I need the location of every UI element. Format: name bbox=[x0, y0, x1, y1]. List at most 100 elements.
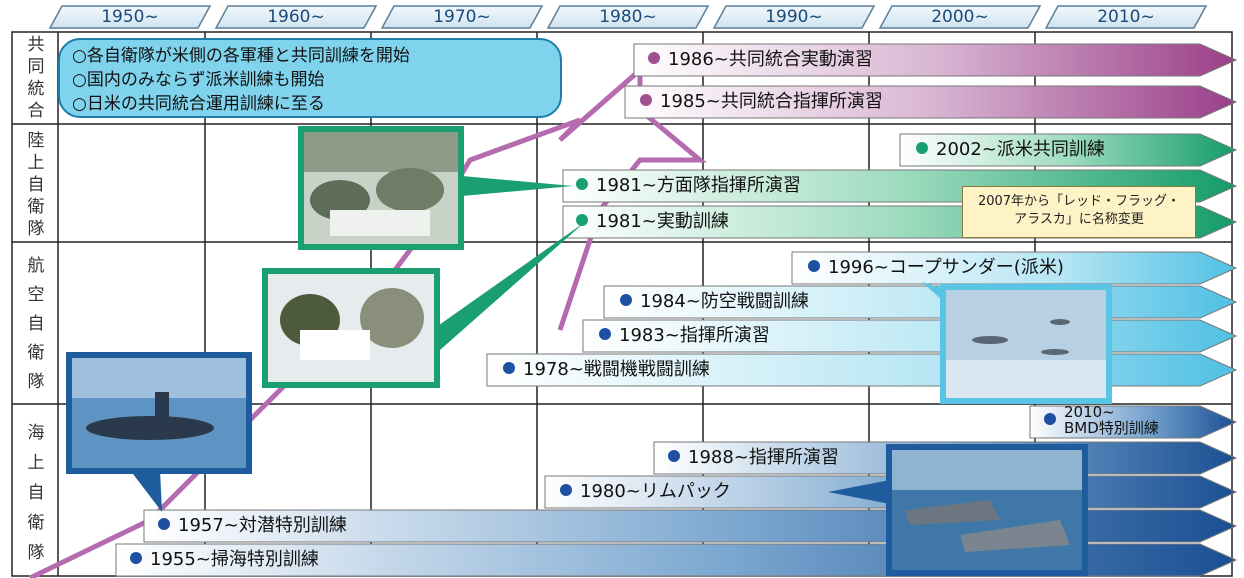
bullet-dot bbox=[560, 484, 572, 496]
branch-asdf-char: 自 bbox=[27, 314, 45, 334]
branch-joint-char: 統 bbox=[27, 79, 45, 99]
bar-joint-1986 bbox=[633, 43, 1238, 77]
branch-gsdf-char: 衛 bbox=[27, 197, 45, 217]
branch-gsdf-char: 自 bbox=[27, 175, 45, 195]
label-text: 1978~戦闘機戦闘訓練 bbox=[523, 359, 710, 380]
branch-asdf-char: 衛 bbox=[27, 343, 45, 363]
label-text: BMD特別訓練 bbox=[1064, 419, 1159, 437]
branch-msdf-char: 上 bbox=[27, 453, 45, 473]
decade-label-1950: 1950~ bbox=[101, 7, 159, 27]
bar-gsdf-2002 bbox=[899, 133, 1238, 167]
bullet-dot bbox=[576, 178, 588, 190]
rename-note: 2007年から「レッド・フラッグ・ アラスカ」に名称変更 bbox=[962, 186, 1196, 238]
joint-bars bbox=[624, 43, 1238, 119]
note-line: アラスカ」に名称変更 bbox=[1014, 212, 1144, 227]
decade-cell-1970 bbox=[380, 5, 544, 29]
label-text: 1984~防空戦闘訓練 bbox=[640, 291, 809, 312]
label-asdf-1996: 1996~コープサンダー(派米) bbox=[808, 255, 1064, 281]
decade-label-1980: 1980~ bbox=[599, 7, 657, 27]
label-asdf-1978: 1978~戦闘機戦闘訓練 bbox=[503, 357, 710, 383]
label-asdf-1984: 1984~防空戦闘訓練 bbox=[620, 289, 809, 315]
label-text: 1980~リムパック bbox=[580, 481, 731, 502]
decade-cell-2000 bbox=[878, 5, 1042, 29]
label-msdf-2010-text: 2010~BMD特別訓練 bbox=[1064, 404, 1159, 436]
decade-cell-1950 bbox=[48, 5, 212, 29]
decade-cell-1960 bbox=[214, 5, 378, 29]
bullet-dot bbox=[158, 518, 170, 530]
decade-label-2010: 2010~ bbox=[1097, 7, 1155, 27]
branch-asdf-label: 航 空 自 衛 隊 bbox=[16, 252, 56, 397]
bar-asdf-1996 bbox=[791, 251, 1238, 285]
connector-msdf-ship bbox=[828, 480, 890, 504]
label-text: 1955~掃海特別訓練 bbox=[150, 549, 319, 570]
label-text: 1983~指揮所演習 bbox=[619, 325, 770, 346]
bullet-dot bbox=[599, 328, 611, 340]
label-msdf-2010: 2010~BMD特別訓練 bbox=[1044, 404, 1159, 436]
decade-header bbox=[48, 5, 1208, 29]
bar-msdf-2010 bbox=[1029, 405, 1238, 439]
bullet-dot bbox=[1044, 413, 1056, 425]
branch-msdf-char: 隊 bbox=[27, 543, 45, 563]
label-joint-1985: 1985~共同統合指揮所演習 bbox=[640, 89, 883, 115]
decade-label-1990: 1990~ bbox=[765, 7, 823, 27]
bullet-dot bbox=[916, 142, 928, 154]
label-text: 1957~対潜特別訓練 bbox=[178, 515, 347, 536]
branch-joint-label: 共 同 統 合 bbox=[16, 34, 56, 122]
label-text: 1996~コープサンダー(派米) bbox=[828, 257, 1064, 278]
branch-gsdf-label: 陸 上 自 衛 隊 bbox=[16, 130, 56, 240]
callout-line: ○国内のみならず派米訓練も開始 bbox=[72, 70, 325, 90]
branch-msdf-char: 衛 bbox=[27, 513, 45, 533]
decade-cell-2010 bbox=[1044, 5, 1208, 29]
label-text: 1986~共同統合実動演習 bbox=[668, 49, 873, 70]
branch-joint-char: 共 bbox=[27, 35, 45, 55]
decade-cell-1980 bbox=[546, 5, 710, 29]
soldiers-training-photo bbox=[262, 268, 440, 388]
branch-asdf-char: 空 bbox=[27, 285, 45, 305]
label-msdf-1955: 1955~掃海特別訓練 bbox=[130, 547, 319, 573]
label-gsdf-1981a: 1981~方面隊指揮所演習 bbox=[576, 173, 801, 199]
aircraft-formation-photo bbox=[940, 284, 1112, 404]
callout-line: ○各自衛隊が米側の各軍種と共同訓練を開始 bbox=[72, 46, 410, 66]
branch-asdf-char: 航 bbox=[27, 256, 45, 276]
bullet-dot bbox=[503, 362, 515, 374]
gsdf-bars bbox=[432, 133, 1238, 350]
branch-joint-char: 合 bbox=[27, 101, 45, 121]
bullet-dot bbox=[576, 214, 588, 226]
bullet-dot bbox=[668, 450, 680, 462]
label-msdf-1988: 1988~指揮所演習 bbox=[668, 445, 839, 471]
branch-msdf-char: 自 bbox=[27, 483, 45, 503]
decade-label-1960: 1960~ bbox=[267, 7, 325, 27]
decade-label-1970: 1970~ bbox=[433, 7, 491, 27]
note-line: 2007年から「レッド・フラッグ・ bbox=[977, 194, 1181, 209]
label-text: 1981~方面隊指揮所演習 bbox=[596, 175, 801, 196]
label-text: 2010~ bbox=[1064, 403, 1115, 421]
label-gsdf-1981b: 1981~実動訓練 bbox=[576, 209, 729, 235]
branch-joint-char: 同 bbox=[27, 57, 45, 77]
bullet-dot bbox=[620, 294, 632, 306]
label-text: 1988~指揮所演習 bbox=[688, 447, 839, 468]
label-asdf-1983: 1983~指揮所演習 bbox=[599, 323, 770, 349]
bullet-dot bbox=[130, 552, 142, 564]
branch-msdf-label: 海 上 自 衛 隊 bbox=[16, 418, 56, 568]
connector-gsdf-1 bbox=[462, 176, 573, 196]
branch-gsdf-char: 隊 bbox=[27, 219, 45, 239]
branch-asdf-char: 隊 bbox=[27, 372, 45, 392]
branch-msdf-char: 海 bbox=[27, 423, 45, 443]
label-text: 2002~派米共同訓練 bbox=[936, 139, 1105, 160]
label-gsdf-2002: 2002~派米共同訓練 bbox=[916, 137, 1105, 163]
warships-photo bbox=[886, 444, 1088, 576]
branch-gsdf-char: 上 bbox=[27, 153, 45, 173]
bar-joint-1985 bbox=[624, 85, 1238, 119]
branch-gsdf-char: 陸 bbox=[27, 131, 45, 151]
callout-line: ○日米の共同統合運用訓練に至る bbox=[72, 94, 325, 114]
label-text: 1985~共同統合指揮所演習 bbox=[660, 91, 883, 112]
decade-label-2000: 2000~ bbox=[931, 7, 989, 27]
bullet-dot bbox=[648, 52, 660, 64]
submarine-photo bbox=[66, 352, 252, 474]
label-msdf-1957: 1957~対潜特別訓練 bbox=[158, 513, 347, 539]
connector-msdf-sub bbox=[130, 470, 162, 512]
decade-cell-1990 bbox=[712, 5, 876, 29]
label-msdf-1980: 1980~リムパック bbox=[560, 479, 731, 505]
